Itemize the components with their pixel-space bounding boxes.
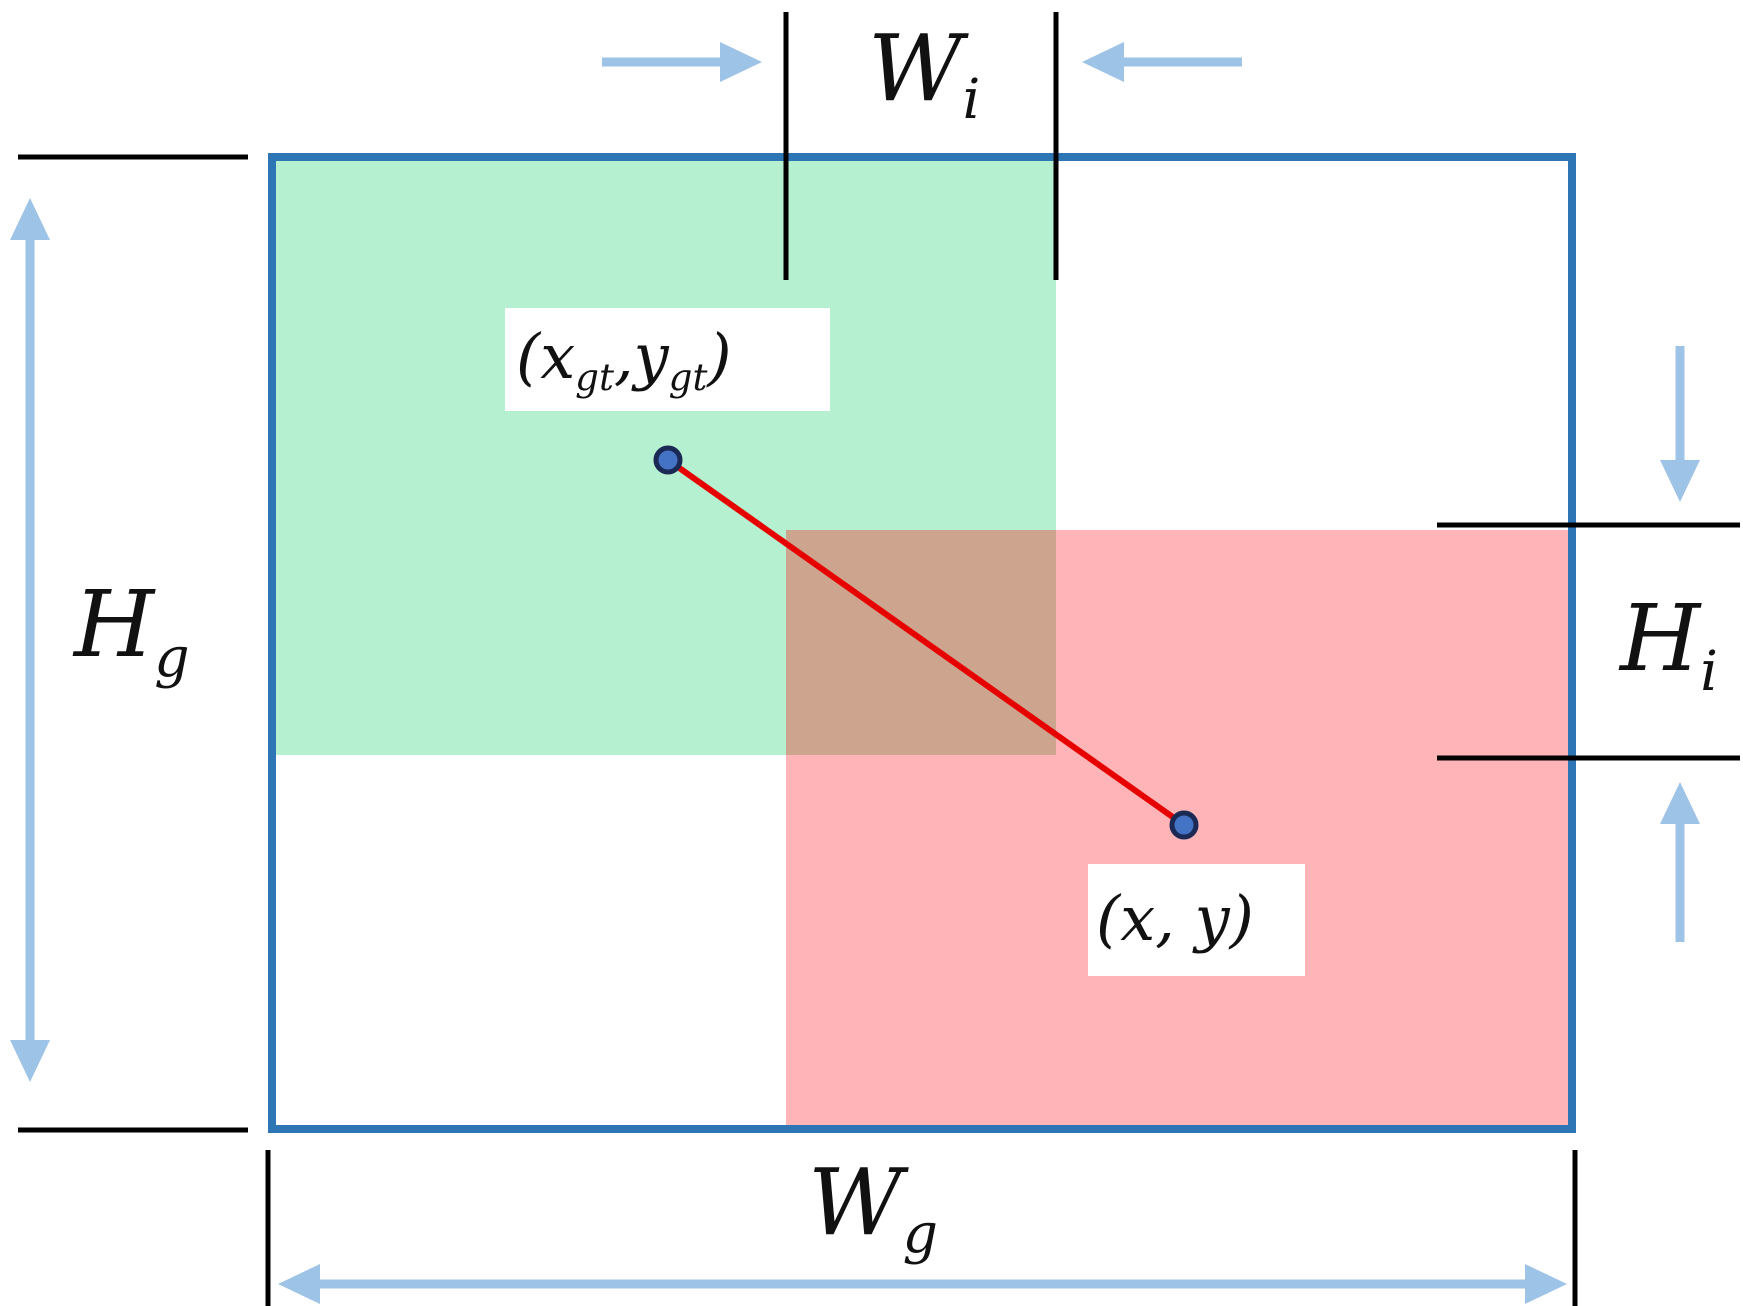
- prediction-center-point: [1169, 810, 1199, 840]
- wi-arrow-left: [602, 42, 762, 82]
- hg-label: Hg: [72, 571, 190, 690]
- pred-point-label: (x, y): [1096, 882, 1254, 955]
- hi-arrow-top: [1660, 346, 1700, 502]
- enclosing-box: [268, 153, 1576, 1133]
- hi-label: Hi: [1618, 585, 1718, 704]
- hi-arrow-bottom: [1660, 782, 1700, 942]
- wi-label: Wi: [868, 15, 980, 132]
- wg-label: Wg: [808, 1149, 938, 1266]
- hg-double-arrow: [10, 198, 50, 1082]
- gt-point-label: (xgt,ygt): [516, 320, 732, 399]
- pred-point-label-bg: [1088, 864, 1305, 976]
- wg-double-arrow: [278, 1264, 1567, 1304]
- gt-point-label-bg: [505, 308, 830, 411]
- ground-truth-center-point: [653, 445, 683, 475]
- center-distance-line: [666, 457, 1186, 828]
- wi-arrow-right: [1082, 42, 1242, 82]
